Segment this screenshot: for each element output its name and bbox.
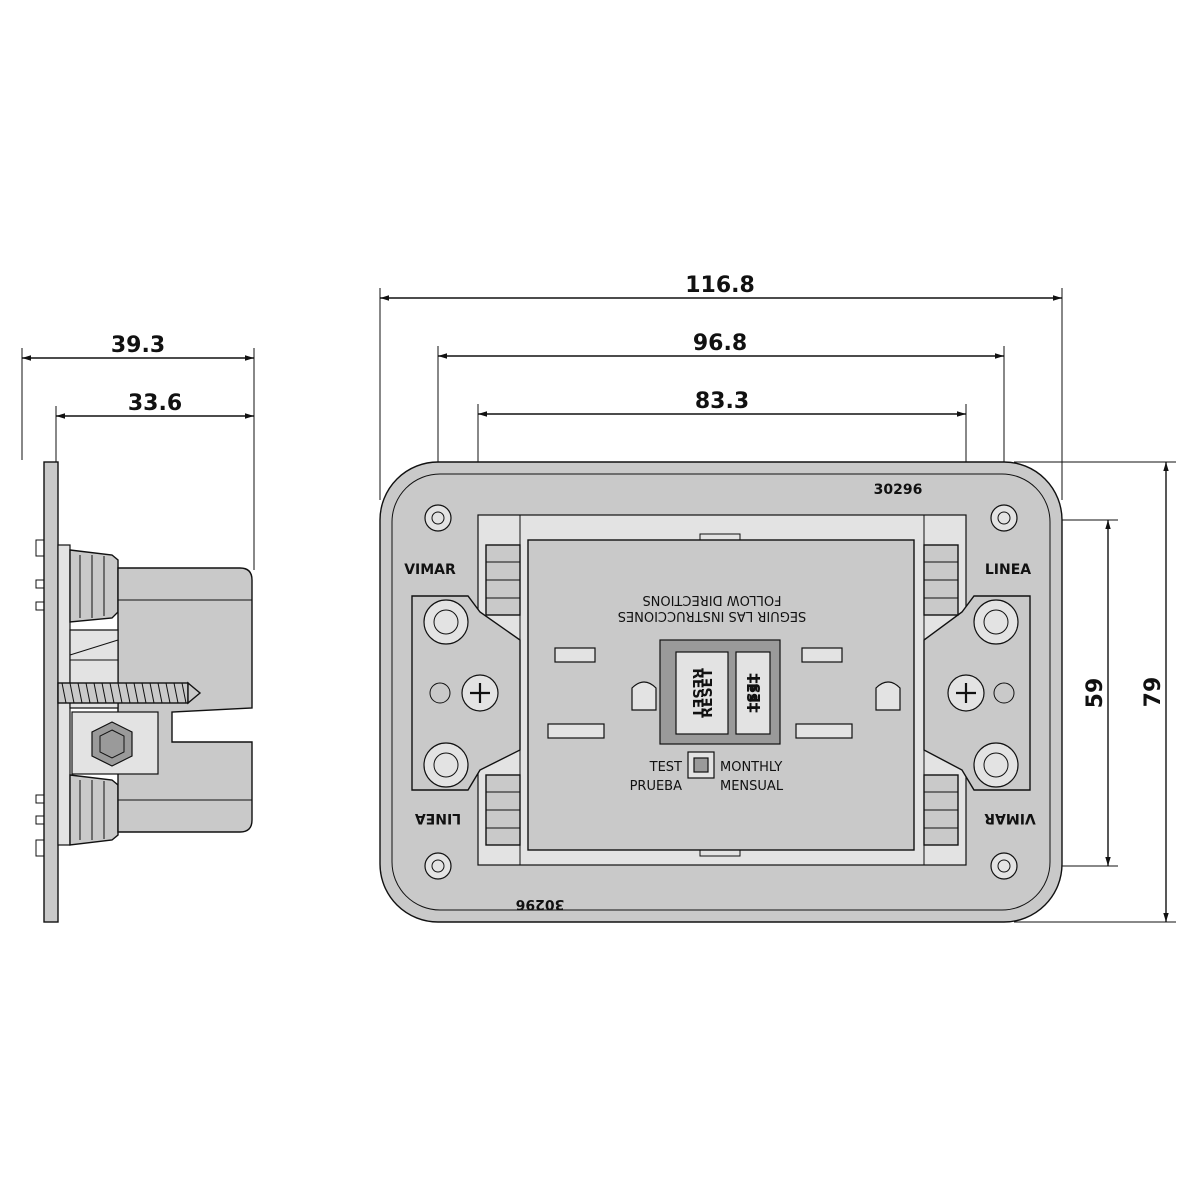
side-view: 39.3 33.6 — [21, 333, 255, 923]
reset-label-es: RESET — [700, 668, 716, 718]
monthly-caption-es: MENSUAL — [720, 779, 784, 794]
dimension-frame-height: 59 — [1083, 520, 1111, 866]
plate-screw-top-right — [990, 504, 1018, 532]
receptacle-slot-top-left — [554, 647, 596, 663]
dimension-label-39-3: 39.3 — [111, 333, 165, 358]
dimension-label-96-8: 96.8 — [693, 331, 747, 356]
test-label-es: TEST — [748, 673, 764, 712]
plate-screw-top-left — [424, 504, 452, 532]
hex-screw-head-icon — [91, 721, 133, 767]
plate-code-top: 30296 — [874, 482, 923, 498]
test-label-en: TEST — [743, 674, 759, 713]
side-mounting-screw — [57, 681, 202, 705]
brand-label-bottom-right: VIMAR — [984, 810, 1036, 826]
frame-clips — [485, 544, 959, 846]
brand-label-top-left: VIMAR — [404, 562, 456, 578]
test-caption-es: PRUEBA — [630, 779, 683, 794]
dimension-label-116-8: 116.8 — [685, 273, 755, 298]
receptacle-slot-top-right — [801, 647, 843, 663]
strap-ear-right — [923, 595, 1031, 791]
line-label-bottom-left: LINEA — [415, 810, 461, 826]
plate-code-bottom: 30296 — [516, 896, 565, 912]
side-plate-edge — [43, 461, 59, 923]
plate-screw-bottom-right — [990, 852, 1018, 880]
dimension-plate-height: 79 — [1141, 462, 1169, 922]
dimension-side-total-depth: 39.3 — [22, 333, 254, 361]
test-button[interactable]: TEST TEST — [735, 651, 771, 735]
ground-hole-left — [631, 681, 657, 711]
receptacle-slot-bottom-right — [795, 723, 853, 739]
monthly-caption-en: MONTHLY — [720, 760, 782, 775]
ground-hole-right — [875, 681, 901, 711]
instruction-line-follow-directions: FOLLOW DIRECTIONS — [642, 592, 781, 607]
dimension-label-59: 59 — [1083, 678, 1108, 709]
reset-label-en: RESET — [689, 668, 705, 718]
receptacle-slot-bottom-left — [547, 723, 605, 739]
dimension-label-33-6: 33.6 — [128, 391, 182, 416]
reset-button[interactable]: RESET RESET — [675, 651, 729, 735]
instruction-line-seguir: SEGUIR LAS INSTRUCCIONES — [618, 608, 807, 623]
dimension-label-83-3: 83.3 — [695, 389, 749, 414]
line-label-top-right: LINEA — [985, 562, 1031, 578]
dimension-screw-spacing: 96.8 — [438, 331, 1004, 359]
dimension-side-body-depth: 33.6 — [56, 391, 254, 419]
front-view: 116.8 96.8 83.3 59 79 30296 30296 — [379, 273, 1176, 923]
plate-screw-bottom-left — [424, 852, 452, 880]
dimension-frame-width: 83.3 — [478, 389, 966, 417]
test-caption-en: TEST — [649, 760, 682, 775]
dimension-plate-width: 116.8 — [380, 273, 1062, 301]
dimension-label-79: 79 — [1141, 677, 1166, 708]
strap-ear-left — [411, 595, 521, 791]
